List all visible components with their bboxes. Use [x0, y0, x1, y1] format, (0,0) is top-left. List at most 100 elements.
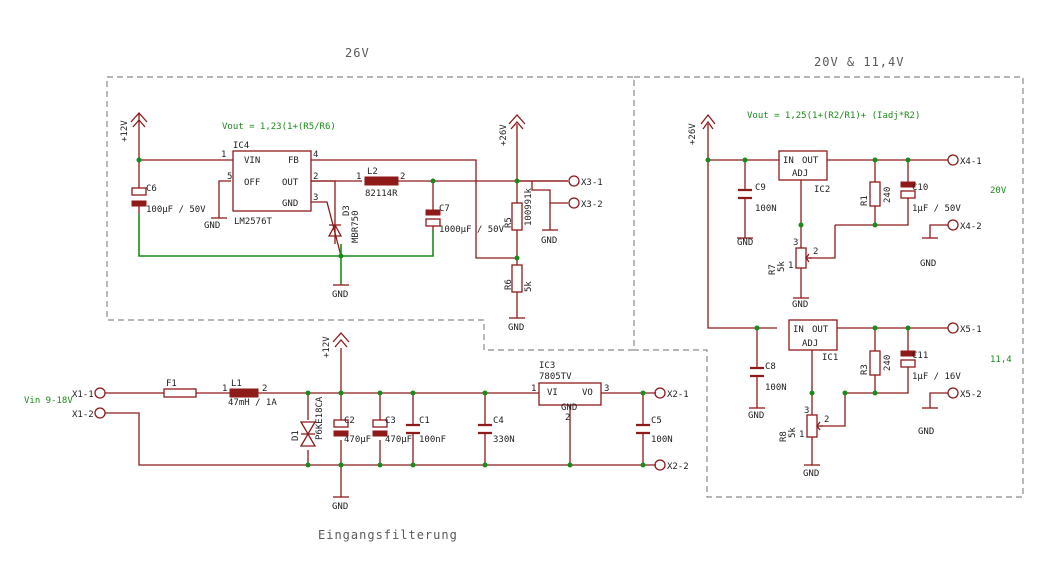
gnd-symbol-x42: GND [920, 237, 938, 269]
svg-text:P6KE18CA: P6KE18CA [315, 396, 325, 440]
svg-text:OUT: OUT [812, 325, 829, 335]
voltage-tag-20v: 20V [990, 186, 1007, 196]
connector-x4-2[interactable]: X4-2 [947, 219, 982, 232]
formula-lm317: Vout = 1,25(1+(R2/R1)+ (Iadj*R2) [747, 111, 920, 121]
svg-text:1: 1 [222, 384, 227, 394]
gnd-symbol-x52: GND [918, 407, 938, 437]
svg-text:GND: GND [918, 427, 934, 437]
svg-text:1: 1 [788, 261, 793, 271]
svg-text:IN: IN [793, 325, 804, 335]
svg-text:2: 2 [565, 413, 570, 423]
svg-text:3: 3 [604, 384, 609, 394]
connector-x1-2[interactable]: X1-2 [72, 407, 106, 420]
svg-text:ADJ: ADJ [792, 169, 808, 179]
connector-x5-1[interactable]: X5-1 [947, 322, 982, 335]
svg-text:1: 1 [221, 150, 226, 160]
svg-text:C8: C8 [765, 362, 776, 372]
gnd-symbol-d3: GND [332, 284, 349, 300]
gnd-symbol-ic4-off: GND [204, 217, 227, 231]
capacitor-c7: C7 1000µF / 50V [425, 204, 505, 235]
gnd-symbol-r6: GND [508, 317, 525, 333]
connector-x3-1[interactable]: X3-1 [568, 175, 603, 188]
svg-text:C9: C9 [755, 183, 766, 193]
svg-text:X1-1: X1-1 [72, 390, 94, 400]
capacitor-c2: C2 470µF [333, 416, 371, 445]
resistor-r3: R3 240 [860, 350, 893, 376]
power-26v-left-symbol: +26V [499, 114, 526, 146]
svg-text:C7: C7 [439, 204, 450, 214]
resistor-r5: R5 100991k [504, 187, 534, 231]
wires-11v [754, 325, 948, 465]
svg-text:3: 3 [804, 406, 809, 416]
svg-text:MBR750: MBR750 [351, 210, 361, 243]
svg-text:VI: VI [547, 388, 558, 398]
connector-x2-2[interactable]: X2-2 [654, 459, 689, 472]
vin-label: Vin 9-18V [24, 396, 73, 406]
capacitor-c5: C5 100N [636, 416, 673, 445]
input-filter-title: Eingangsfilterung [318, 528, 458, 542]
svg-text:L2: L2 [367, 167, 378, 177]
svg-text:1: 1 [799, 430, 804, 440]
svg-text:GND: GND [737, 238, 753, 248]
svg-text:5k: 5k [524, 281, 534, 292]
svg-text:1µF / 16V: 1µF / 16V [912, 372, 961, 382]
svg-text:C3: C3 [385, 416, 396, 426]
connector-x5-2[interactable]: X5-2 [947, 387, 982, 400]
connector-x4-1[interactable]: X4-1 [947, 154, 982, 167]
svg-text:330N: 330N [493, 435, 515, 445]
power-12v-top-symbol: +12V [120, 112, 148, 160]
svg-text:470µF: 470µF [344, 435, 371, 445]
svg-text:1000µF / 50V: 1000µF / 50V [439, 225, 505, 235]
svg-text:X2-1: X2-1 [667, 390, 689, 400]
capacitor-c11: C11 1µF / 16V [900, 350, 961, 382]
fuse-f1: F1 [163, 379, 197, 398]
svg-text:470µF: 470µF [385, 435, 412, 445]
voltage-tag-11v: 11,4 [990, 355, 1012, 365]
svg-text:FB: FB [288, 156, 299, 166]
svg-text:L1: L1 [231, 379, 242, 389]
svg-text:+12V: +12V [322, 336, 332, 358]
svg-text:X5-2: X5-2 [960, 390, 982, 400]
wires-20v [705, 124, 948, 329]
svg-text:X1-2: X1-2 [72, 410, 94, 420]
connector-x3-2[interactable]: X3-2 [568, 197, 603, 210]
frame-26v-title: 26V [345, 46, 370, 60]
svg-text:VIN: VIN [244, 156, 260, 166]
svg-text:C1: C1 [419, 416, 430, 426]
svg-text:IC3: IC3 [539, 361, 555, 371]
svg-text:240: 240 [883, 187, 893, 203]
power-12v-bottom-symbol: +12V [322, 332, 350, 358]
frame-20v-11v [634, 76, 1024, 498]
connector-x2-1[interactable]: X2-1 [654, 387, 689, 400]
svg-text:5k: 5k [777, 261, 787, 272]
svg-text:GND: GND [920, 259, 936, 269]
svg-text:X3-1: X3-1 [581, 178, 603, 188]
svg-text:4: 4 [313, 150, 318, 160]
svg-text:GND: GND [792, 300, 808, 310]
gnd-symbol-x32: GND [541, 229, 558, 246]
svg-text:GND: GND [748, 411, 764, 421]
capacitor-c3: C3 470µF [372, 416, 412, 445]
frame-20v-title: 20V & 11,4V [814, 55, 904, 69]
svg-text:47mH / 1A: 47mH / 1A [228, 398, 277, 408]
svg-text:2: 2 [262, 384, 267, 394]
connector-x1-1[interactable]: X1-1 [72, 387, 106, 400]
svg-text:IC1: IC1 [822, 353, 838, 363]
wires-26v [136, 124, 568, 318]
capacitor-c10: C10 1µF / 50V [900, 181, 961, 214]
svg-text:VO: VO [582, 388, 593, 398]
capacitor-c9: C9 100N [738, 183, 777, 214]
inductor-l2: 1 2 L2 82114R [356, 167, 405, 199]
svg-text:GND: GND [803, 469, 819, 479]
resistor-r1: R1 240 [860, 181, 893, 207]
svg-text:OFF: OFF [244, 178, 260, 188]
gnd-symbol-r8: GND [803, 464, 820, 479]
svg-text:C5: C5 [651, 416, 662, 426]
formula-lm2576: Vout = 1,23(1+(R5/R6) [222, 122, 336, 132]
svg-text:C4: C4 [493, 416, 504, 426]
svg-text:+12V: +12V [120, 120, 130, 142]
svg-text:2: 2 [313, 172, 318, 182]
capacitor-c4: C4 330N [478, 416, 515, 445]
svg-text:2: 2 [824, 415, 829, 425]
